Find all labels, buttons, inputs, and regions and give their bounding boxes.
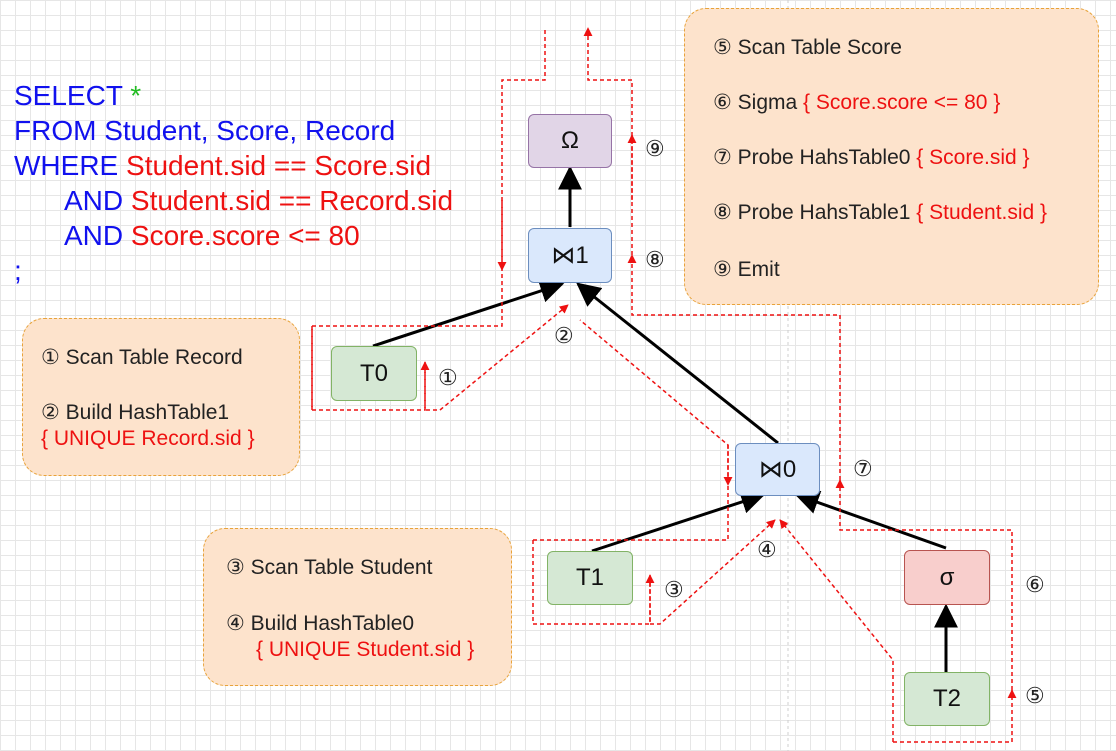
note-score: ⑤ Scan Table Score ⑥ Sigma { Score.score… — [684, 8, 1099, 305]
sql-star: * — [130, 80, 142, 111]
note-student: ③ Scan Table Student ④ Build HashTable0 … — [203, 528, 512, 686]
step7-detail: { Score.sid } — [916, 146, 1030, 169]
step7-label: ⑦ Probe HahsTable0 — [713, 146, 911, 169]
sql-from-clause: FROM Student, Score, Record — [14, 115, 396, 146]
edge-join0-join1 — [576, 282, 779, 445]
flow-step8 — [583, 27, 633, 255]
marker-6: ⑥ — [1025, 572, 1045, 597]
execution-flow — [311, 27, 1017, 743]
marker-9: ⑨ — [645, 136, 665, 161]
sql-and-condition-1: Student.sid == Record.sid — [130, 185, 454, 216]
t2-node[interactable]: T2 — [904, 672, 990, 726]
step8-label: ⑧ Probe HahsTable1 — [713, 201, 911, 224]
sigma-node[interactable]: σ — [904, 550, 990, 605]
note-record: ① Scan Table Record ② Build HashTable1 {… — [22, 318, 300, 476]
step6-detail: { Score.score <= 80 } — [803, 91, 1001, 114]
note-score-step9: ⑨ Emit — [713, 258, 780, 281]
join1-node[interactable]: ⋈1 — [528, 228, 612, 283]
flow-step4 — [649, 519, 776, 625]
marker-8: ⑧ — [645, 247, 665, 272]
flow-step7 — [627, 254, 841, 480]
note-record-step2: ② Build HashTable1 — [41, 401, 230, 424]
omega-node[interactable]: Ω — [528, 114, 612, 168]
marker-5: ⑤ — [1025, 683, 1045, 708]
flow-step6b — [779, 519, 894, 742]
t1-node[interactable]: T1 — [547, 551, 633, 605]
marker-3: ③ — [664, 577, 684, 602]
sql-where-keyword: WHERE — [14, 150, 119, 181]
sql-terminator: ; — [14, 255, 22, 286]
note-student-step4-detail: { UNIQUE Student.sid } — [256, 638, 475, 661]
sql-where-condition: Student.sid == Score.sid — [126, 150, 432, 181]
note-score-step7: ⑦ Probe HahsTable0 { Score.sid } — [713, 145, 1030, 170]
edge-t1-join0 — [591, 490, 766, 553]
step6-label: ⑥ Sigma — [713, 91, 798, 114]
note-score-step8: ⑧ Probe HahsTable1 { Student.sid } — [713, 200, 1047, 225]
flow-step2-join — [424, 304, 569, 411]
marker-7: ⑦ — [853, 456, 873, 481]
step-markers: ① ② ③ ④ ⑤ ⑥ ⑦ ⑧ ⑨ — [438, 136, 1045, 708]
marker-1: ① — [438, 365, 458, 390]
note-student-step3: ③ Scan Table Student — [226, 556, 433, 579]
marker-4: ④ — [757, 537, 777, 562]
sql-and-keyword-2: AND — [64, 220, 124, 251]
step8-detail: { Student.sid } — [916, 201, 1048, 224]
flow-step2 — [311, 28, 546, 410]
t0-node[interactable]: T0 — [331, 346, 417, 401]
marker-2: ② — [554, 323, 574, 348]
join0-node[interactable]: ⋈0 — [735, 443, 820, 496]
sql-query: SELECT * FROM Student, Score, Record WHE… — [14, 78, 453, 288]
note-record-step2-detail: { UNIQUE Record.sid } — [41, 427, 255, 450]
sql-and-condition-2: Score.score <= 80 — [130, 220, 360, 251]
flow-step6 — [835, 479, 1013, 690]
edge-sigma-join0 — [794, 490, 947, 550]
sql-and-keyword-1: AND — [64, 185, 124, 216]
note-student-step4: ④ Build HashTable0 — [226, 612, 415, 635]
note-score-step6: ⑥ Sigma { Score.score <= 80 } — [713, 90, 1000, 115]
plan-edges — [372, 165, 958, 672]
flow-step5 — [893, 689, 1017, 743]
sql-select-keyword: SELECT — [14, 80, 123, 111]
note-score-step5: ⑤ Scan Table Score — [713, 36, 902, 59]
flow-step3-up — [533, 319, 729, 541]
edge-t0-join1 — [372, 279, 565, 348]
note-record-step1: ① Scan Table Record — [41, 346, 243, 369]
